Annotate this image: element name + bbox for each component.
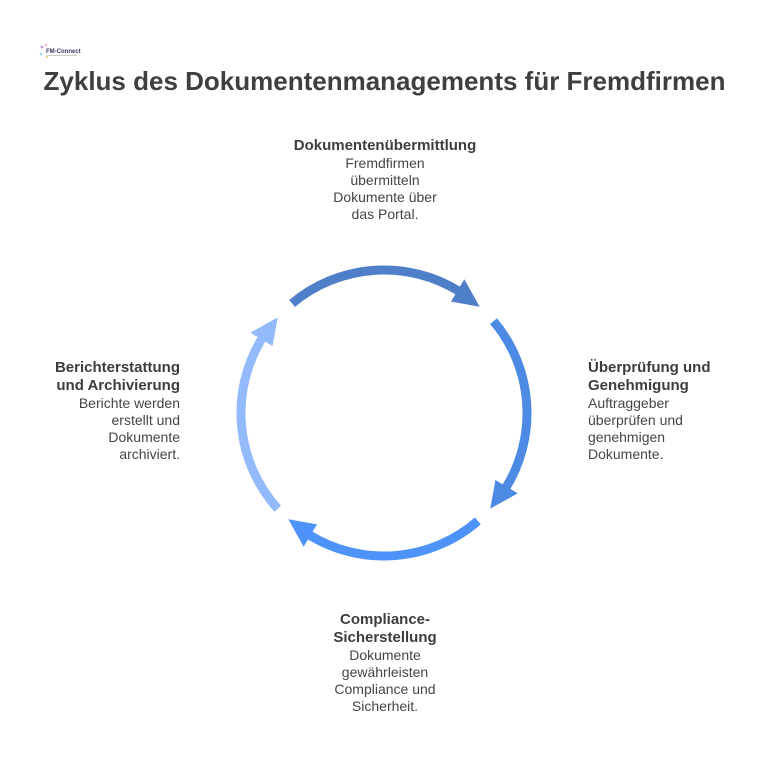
arrowhead-icon [450, 279, 480, 307]
cycle-arrow-arc [490, 318, 532, 492]
stage-description: Berichte werden erstellt und Dokumente a… [78, 395, 180, 462]
logo: FM-Connect [39, 43, 81, 59]
svg-text:FM-Connect: FM-Connect [46, 49, 81, 55]
arrowhead-icon [288, 519, 318, 547]
stage-description: Auftraggeber überprüfen und genehmigen D… [588, 395, 683, 462]
cycle-arrow-arc [236, 334, 282, 512]
arrowhead-icon [250, 317, 278, 347]
stage-description: Fremdfirmen übermitteln Dokumente über d… [333, 155, 437, 222]
arrowhead-icon [490, 479, 518, 509]
stage-title: Dokumentenübermittlung [293, 137, 477, 154]
cycle-arrow-arc [289, 265, 463, 307]
stage-reporting-archiving: Berichterstattung und Archivierung Beric… [20, 359, 180, 463]
stage-title: Überprüfung und Genehmigung [588, 359, 711, 394]
stage-description: Dokumente gewährleisten Compliance und S… [334, 647, 436, 714]
stage-title: Berichterstattung und Archivierung [54, 359, 180, 394]
stage-title: Compliance- Sicherstellung [333, 611, 437, 646]
page-title: Zyklus des Dokumentenmanagements für Fre… [43, 66, 726, 96]
stage-review-approval: Überprüfung und Genehmigung Auftraggeber… [588, 359, 738, 463]
cycle-arrow-arc [305, 517, 481, 561]
stage-compliance: Compliance- Sicherstellung Dokumente gew… [290, 611, 480, 715]
stage-submission: Dokumentenübermittlung Fremdfirmen überm… [270, 137, 500, 223]
